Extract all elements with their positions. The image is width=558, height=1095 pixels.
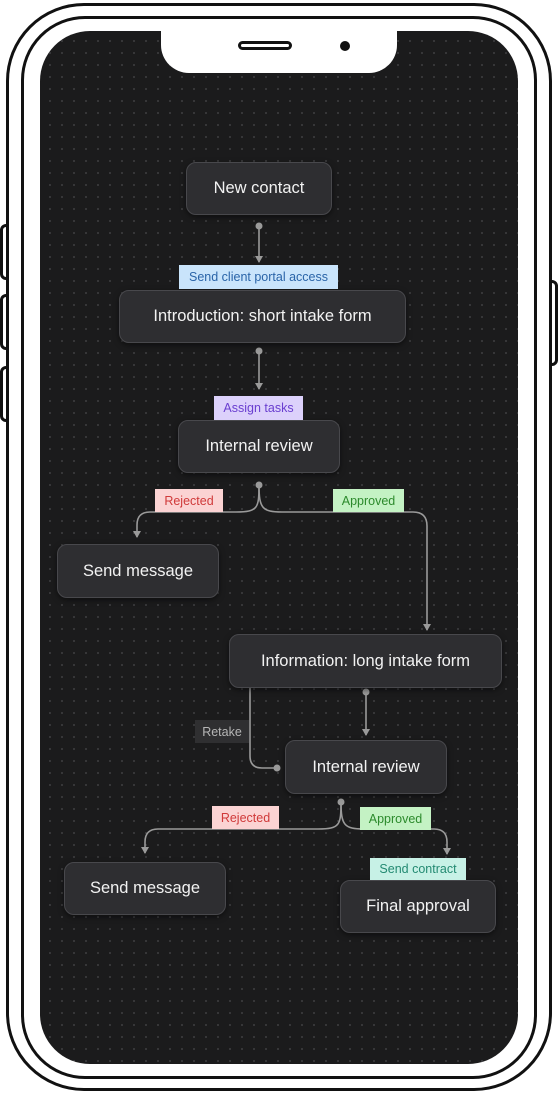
edge-review1-rejected <box>133 484 260 538</box>
edge-review2-retake <box>246 664 277 769</box>
node-new-contact[interactable]: New contact <box>186 162 332 215</box>
node-introduction-short-intake-form[interactable]: Introduction: short intake form <box>119 290 406 343</box>
label-send-client-portal-access: Send client portal access <box>179 265 338 289</box>
label-rejected-1: Rejected <box>155 489 223 512</box>
node-internal-review-1[interactable]: Internal review <box>178 420 340 473</box>
label-retake: Retake <box>195 720 249 743</box>
node-send-message-2[interactable]: Send message <box>64 862 226 915</box>
edge-review1-approved <box>258 484 431 631</box>
edge-review2-approved <box>340 801 451 855</box>
label-approved-2: Approved <box>360 807 431 830</box>
label-rejected-2: Rejected <box>212 806 279 829</box>
node-information-long-intake-form[interactable]: Information: long intake form <box>229 634 502 688</box>
node-send-message-1[interactable]: Send message <box>57 544 219 598</box>
phone-notch <box>161 29 397 73</box>
speaker-grille <box>238 41 292 50</box>
label-send-contract: Send contract <box>370 858 466 880</box>
node-internal-review-2[interactable]: Internal review <box>285 740 447 794</box>
label-assign-tasks: Assign tasks <box>214 396 303 420</box>
camera-icon <box>340 41 350 51</box>
edge-review2-rejected <box>141 801 342 854</box>
label-approved-1: Approved <box>333 489 404 512</box>
node-final-approval[interactable]: Final approval <box>340 880 496 933</box>
